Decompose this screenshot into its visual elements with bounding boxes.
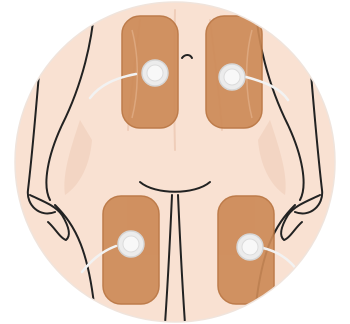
illustration-stage: [0, 0, 350, 324]
illustration-clip-group: [0, 0, 350, 324]
tens-placement-illustration: [0, 0, 350, 324]
